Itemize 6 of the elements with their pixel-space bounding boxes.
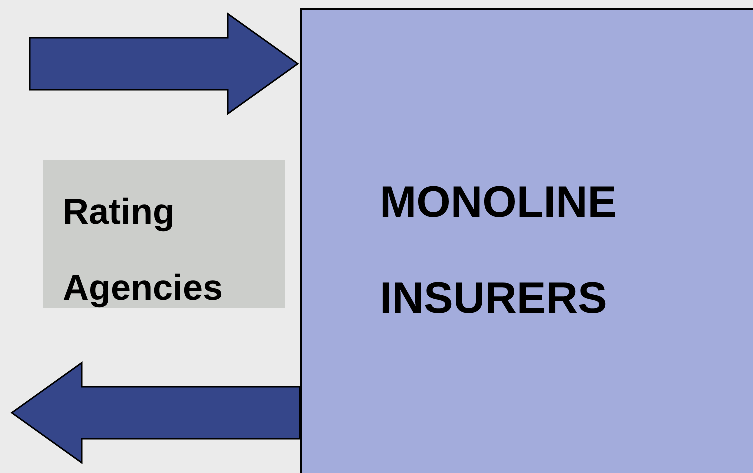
node-label: Rating Agencies <box>63 190 224 310</box>
node-title: MONOLINE INSURERS <box>380 177 618 325</box>
entity-box <box>300 8 753 473</box>
label-box <box>43 160 285 308</box>
block-arrow <box>29 12 300 116</box>
block-arrow <box>10 362 301 464</box>
